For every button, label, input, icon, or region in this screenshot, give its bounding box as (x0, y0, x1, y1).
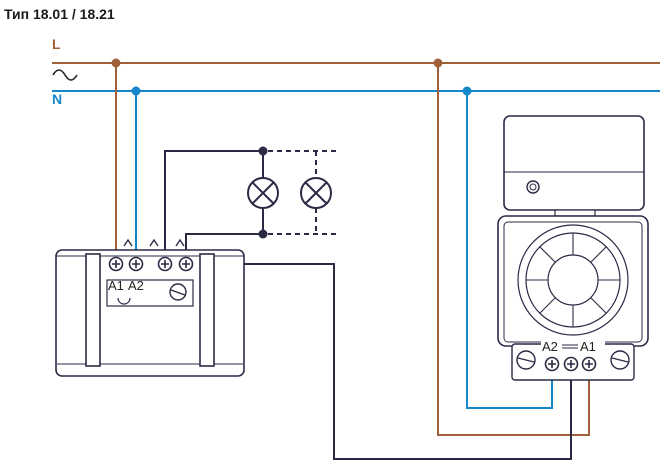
timer-a2-label: A2 (128, 278, 144, 293)
line-label: L (52, 36, 61, 52)
timer-a1-label: A1 (108, 278, 124, 293)
junction-dot (433, 58, 443, 68)
detector-a1-label: A1 (580, 339, 596, 354)
timer-module (55, 238, 245, 377)
control-wire (197, 263, 572, 460)
junction-dot (111, 58, 121, 68)
detector-terminals (544, 356, 597, 372)
neutral-to-detector-a2 (466, 91, 553, 409)
junction-dot (131, 86, 141, 96)
lamp-feed-wire (164, 150, 263, 258)
junction-dot (258, 229, 268, 239)
line-to-detector-a1 (437, 63, 590, 436)
lamp-icon (247, 177, 279, 209)
junction-dot (258, 146, 268, 156)
optional-lamp-wiring (268, 150, 338, 235)
optional-lamp-icon (300, 177, 332, 209)
timer-terminals (108, 256, 194, 272)
diagram-title: Тип 18.01 / 18.21 (4, 6, 115, 22)
junction-dot (462, 86, 472, 96)
ac-symbol-icon (52, 69, 78, 81)
neutral-label: N (52, 91, 63, 107)
motion-detector (497, 115, 649, 381)
detector-a2-label: A2 (542, 339, 558, 354)
